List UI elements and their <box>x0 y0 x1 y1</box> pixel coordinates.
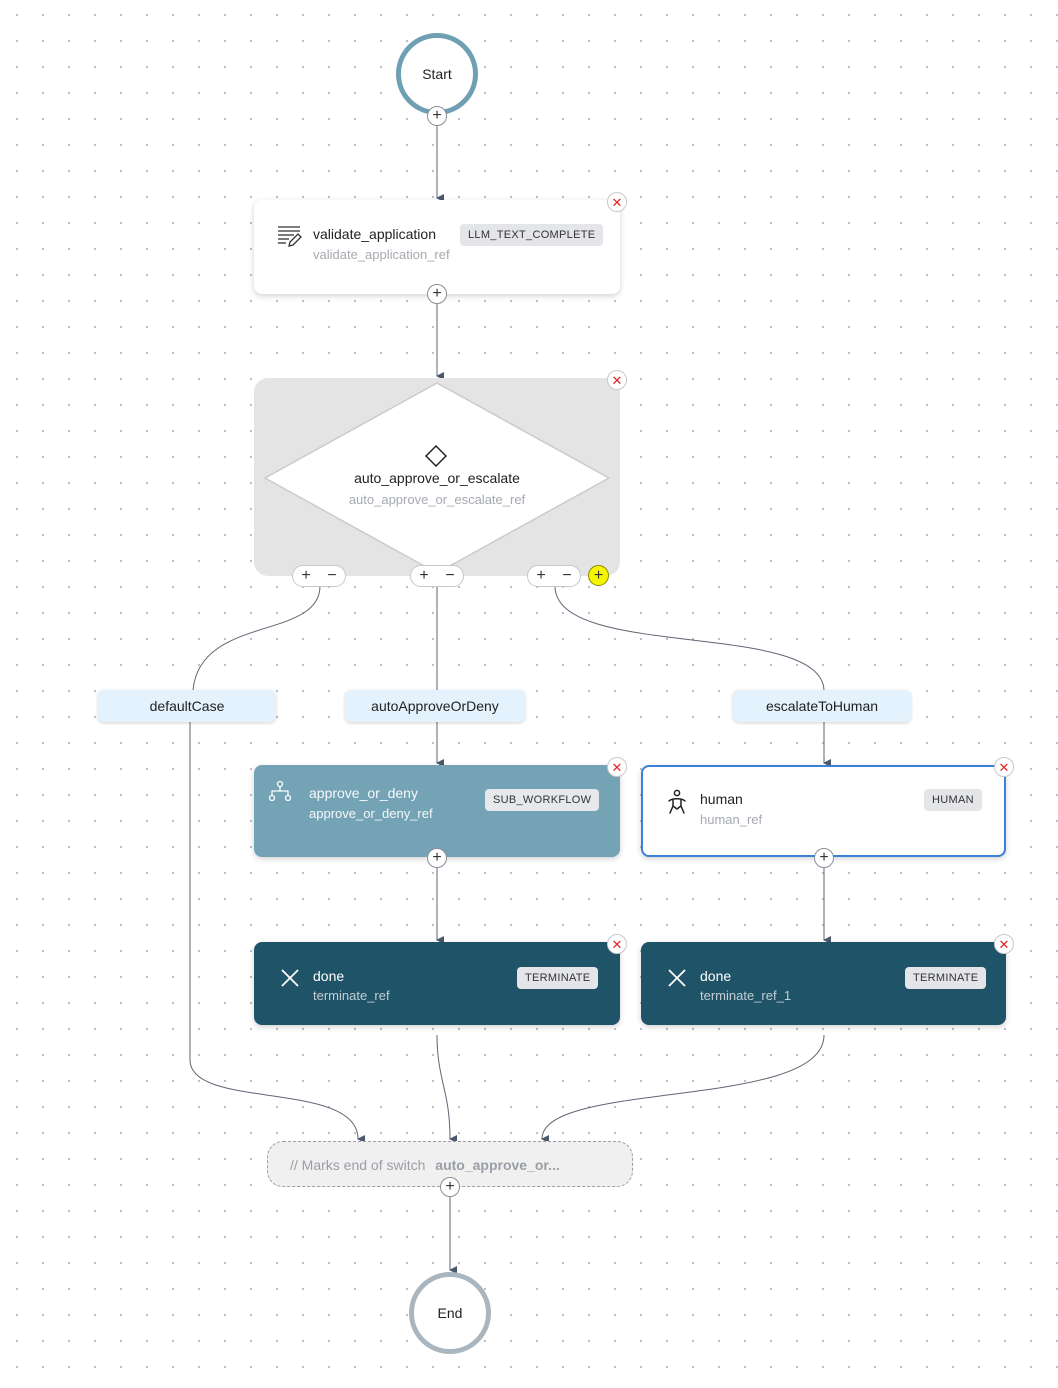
task-ref: approve_or_deny_ref <box>309 806 433 821</box>
task-name: validate_application <box>313 226 436 242</box>
terminate-x-icon <box>281 969 299 987</box>
task-name: human <box>700 791 743 807</box>
task-done-terminate-1[interactable]: done terminate_ref_1 TERMINATE <box>641 942 1006 1025</box>
add-auto-case-task-button[interactable]: + <box>419 567 429 584</box>
case-label-auto-approve[interactable]: autoApproveOrDeny <box>345 690 525 722</box>
edge-done2-join <box>541 1034 825 1144</box>
add-after-start-button[interactable]: + <box>427 106 447 126</box>
task-done-terminate[interactable]: done terminate_ref TERMINATE <box>254 942 620 1025</box>
add-after-join-button[interactable]: + <box>440 1177 460 1197</box>
task-ref: terminate_ref_1 <box>700 988 792 1003</box>
end-label: End <box>437 1305 463 1321</box>
add-default-case-task-button[interactable]: + <box>301 567 311 584</box>
switch-task-ref: auto_approve_or_escalate_ref <box>348 492 526 507</box>
switch-join-node[interactable]: // Marks end of switch auto_approve_or..… <box>267 1141 633 1187</box>
delete-done1-button[interactable]: ✕ <box>607 934 627 954</box>
add-after-validate-button[interactable]: + <box>427 284 447 304</box>
switch-task-name: auto_approve_or_escalate <box>354 470 520 486</box>
task-type-badge: SUB_WORKFLOW <box>485 789 600 811</box>
edge-switch-escalate <box>554 585 825 691</box>
sub-workflow-icon <box>268 780 292 802</box>
task-approve-or-deny[interactable]: approve_or_deny approve_or_deny_ref SUB_… <box>254 765 620 857</box>
delete-done2-button[interactable]: ✕ <box>994 934 1014 954</box>
remove-default-case-button[interactable]: − <box>327 567 337 584</box>
join-switch-name: auto_approve_or... <box>435 1157 560 1173</box>
delete-switch-button[interactable]: ✕ <box>607 370 627 390</box>
diamond-icon <box>425 445 447 467</box>
task-type-badge: HUMAN <box>924 789 982 811</box>
task-name: approve_or_deny <box>309 785 418 801</box>
remove-auto-case-button[interactable]: − <box>445 567 455 584</box>
add-escalate-case-task-button[interactable]: + <box>536 567 546 584</box>
terminate-x-icon <box>668 969 686 987</box>
llm-text-icon <box>278 226 302 247</box>
start-node[interactable]: Start <box>396 33 478 115</box>
start-label: Start <box>422 66 452 82</box>
task-validate-application[interactable]: validate_application validate_applicatio… <box>254 200 620 294</box>
edge-done1-join <box>436 1034 458 1143</box>
task-type-badge: LLM_TEXT_COMPLETE <box>460 224 604 246</box>
task-name: done <box>313 968 345 984</box>
join-prefix: // Marks end of switch <box>290 1157 426 1173</box>
task-name: done <box>700 968 732 984</box>
task-ref: terminate_ref <box>313 988 390 1003</box>
edge-switch-default <box>192 585 321 691</box>
add-switch-case-button[interactable]: + <box>588 565 609 586</box>
task-type-badge: TERMINATE <box>905 967 987 989</box>
task-human[interactable]: human human_ref HUMAN <box>641 765 1006 857</box>
task-ref: validate_application_ref <box>313 247 450 262</box>
auto-case-controls: + − <box>410 565 464 587</box>
delete-approve-button[interactable]: ✕ <box>607 757 627 777</box>
task-type-badge: TERMINATE <box>517 967 599 989</box>
delete-human-button[interactable]: ✕ <box>994 757 1014 777</box>
default-case-controls: + − <box>292 565 346 587</box>
human-icon <box>668 789 686 814</box>
task-ref: human_ref <box>700 812 763 827</box>
add-after-approve-button[interactable]: + <box>427 848 447 868</box>
add-after-human-button[interactable]: + <box>814 848 834 868</box>
remove-escalate-case-button[interactable]: − <box>562 567 572 584</box>
end-node[interactable]: End <box>409 1272 491 1354</box>
case-label-escalate[interactable]: escalateToHuman <box>733 690 911 722</box>
escalate-case-controls: + − <box>527 565 581 587</box>
delete-validate-button[interactable]: ✕ <box>607 192 627 212</box>
case-label-default[interactable]: defaultCase <box>98 690 276 722</box>
